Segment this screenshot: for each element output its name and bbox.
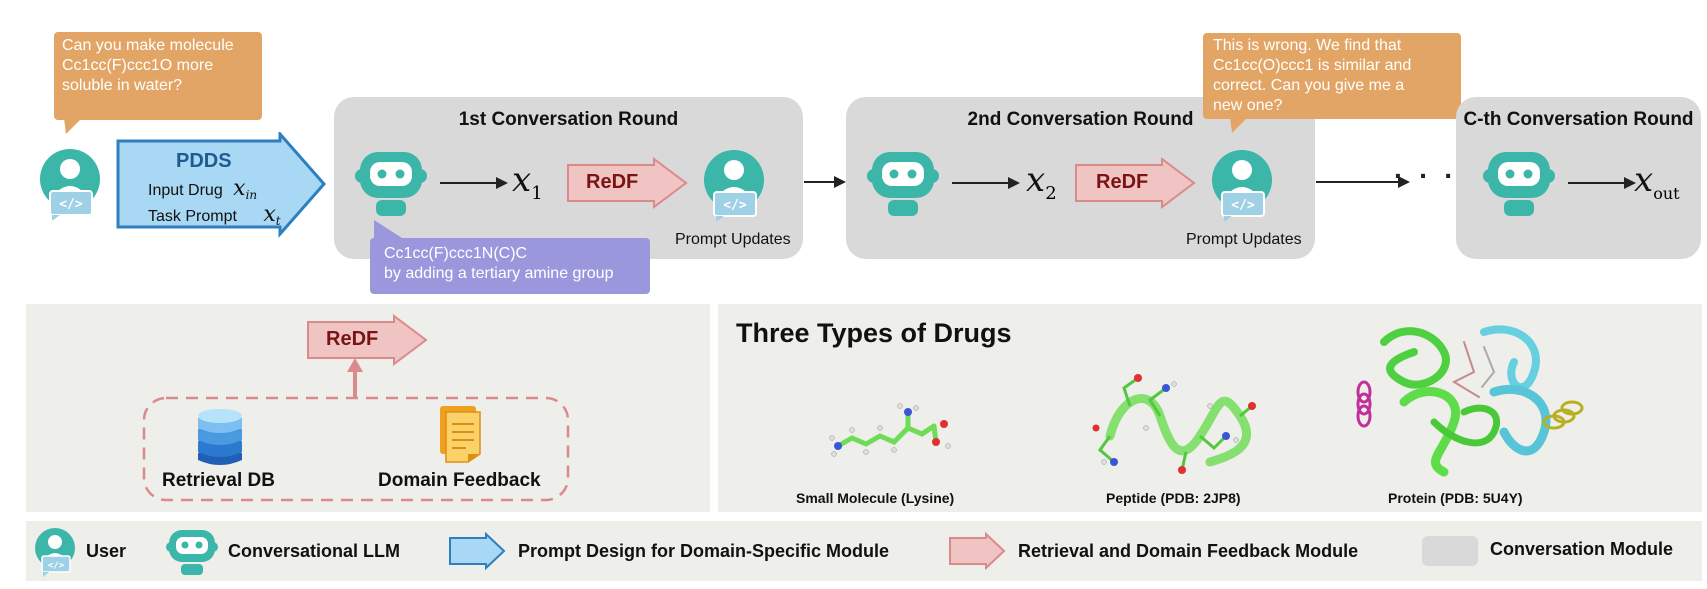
- output-symbol: x: [512, 160, 532, 200]
- conversation-legend-swatch: [1422, 536, 1478, 566]
- domain-feedback-label: Domain Feedback: [378, 470, 541, 491]
- user-query-line: Cc1cc(F)ccc1O more: [62, 57, 214, 74]
- input-drug-symbol: x: [233, 176, 246, 201]
- user-query-bubble: Can you make molecule Cc1cc(F)ccc1O more…: [54, 32, 262, 120]
- redf-label: ReDF: [586, 171, 639, 193]
- task-prompt-sub: t: [275, 214, 281, 229]
- small-molecule-image: [829, 403, 951, 457]
- llm-reply-bubble: Cc1cc(F)ccc1N(C)C by adding a tertiary a…: [370, 238, 650, 294]
- pdds-task-prompt: Task Prompt xt: [148, 202, 281, 228]
- llm-robot-icon: [1483, 152, 1555, 216]
- round-2-output: x2: [1026, 160, 1057, 204]
- pdds-title: PDDS: [176, 150, 232, 172]
- bubble-tail: [64, 118, 82, 134]
- arrow-right: [952, 177, 1020, 189]
- redf-panel-label: ReDF: [326, 328, 379, 350]
- llm-robot-icon: [867, 152, 939, 216]
- input-drug-label: Input Drug: [148, 182, 223, 199]
- output-sub: out: [1653, 183, 1680, 203]
- legend-user-label: User: [86, 541, 127, 561]
- round-2-title: 2nd Conversation Round: [967, 109, 1194, 130]
- user-icon: </>: [704, 150, 764, 221]
- llm-reply-line: Cc1cc(F)ccc1N(C)C: [384, 245, 528, 262]
- user-icon: </>: [35, 528, 75, 577]
- task-prompt-label: Task Prompt: [148, 208, 237, 225]
- round-c-output: xout: [1634, 160, 1680, 203]
- protein-image: [1356, 325, 1584, 477]
- database-icon: [198, 409, 242, 465]
- redf-label: ReDF: [1096, 171, 1149, 193]
- protein-caption: Protein (PDB: 5U4Y): [1388, 490, 1523, 506]
- peptide-caption: Peptide (PDB: 2JP8): [1106, 490, 1241, 506]
- round-c-title: C-th Conversation Round: [1463, 109, 1694, 130]
- arrow-right: [804, 176, 846, 188]
- svg-text:</>: </>: [1231, 198, 1255, 213]
- svg-text:</>: </>: [48, 561, 65, 571]
- output-sub: 2: [1045, 182, 1057, 204]
- user-icon: </>: [40, 149, 100, 220]
- llm-reply-line: by adding a tertiary amine group: [384, 265, 614, 282]
- llm-robot-icon: [355, 152, 427, 216]
- arrow-right: [440, 177, 508, 189]
- redf-arrow: [307, 314, 428, 366]
- user-feedback-bubble: This is wrong. We find that Cc1cc(O)ccc1…: [1203, 33, 1461, 119]
- user-query-line: soluble in water?: [62, 77, 183, 94]
- bubble-tail: [374, 220, 402, 238]
- llm-robot-icon: [166, 530, 218, 575]
- arrow-right: [1568, 177, 1636, 189]
- small-molecule-caption: Small Molecule (Lysine): [796, 490, 955, 506]
- pdds-legend-arrow: [449, 532, 506, 570]
- svg-text:</>: </>: [723, 198, 747, 213]
- document-icon: [440, 406, 481, 463]
- task-prompt-symbol: x: [263, 202, 276, 227]
- legend-conversation-label: Conversation Module: [1490, 539, 1674, 559]
- prompt-updates-label: Prompt Updates: [1186, 231, 1302, 248]
- output-symbol: x: [1026, 160, 1046, 200]
- pdds-input-drug: Input Drug xin: [148, 176, 257, 202]
- round-1-title: 1st Conversation Round: [458, 109, 679, 130]
- user-feedback-line: new one?: [1213, 97, 1283, 114]
- redf-sources-box: [142, 396, 570, 502]
- svg-text:</>: </>: [59, 197, 83, 212]
- user-feedback-line: Cc1cc(O)ccc1 is similar and: [1213, 57, 1412, 74]
- retrieval-db-label: Retrieval DB: [162, 470, 275, 491]
- legend-redf-label: Retrieval and Domain Feedback Module: [1018, 541, 1359, 561]
- user-feedback-line: correct. Can you give me a: [1213, 77, 1405, 94]
- redf-arrow: [1075, 157, 1196, 209]
- prompt-updates-label: Prompt Updates: [675, 231, 791, 248]
- bubble-tail: [1230, 117, 1248, 133]
- drugs-panel-title: Three Types of Drugs: [736, 318, 1012, 348]
- round-1-output: x1: [512, 160, 543, 204]
- user-icon: </>: [1212, 150, 1272, 221]
- user-feedback-line: This is wrong. We find that: [1213, 37, 1402, 54]
- ellipsis: · · ·: [1394, 160, 1458, 191]
- legend-llm-label: Conversational LLM: [228, 541, 401, 561]
- user-query-line: Can you make molecule: [62, 37, 234, 54]
- input-drug-sub: in: [245, 188, 258, 203]
- redf-legend-arrow: [949, 532, 1006, 570]
- output-symbol: x: [1634, 160, 1654, 200]
- pdds-arrow: [116, 132, 326, 238]
- arrow-right: [1316, 176, 1410, 188]
- legend-pdds-label: Prompt Design for Domain-Specific Module: [518, 541, 890, 561]
- output-sub: 1: [531, 182, 543, 204]
- peptide-image: [1092, 374, 1256, 474]
- arrow-up: [347, 358, 363, 398]
- redf-arrow: [567, 157, 688, 209]
